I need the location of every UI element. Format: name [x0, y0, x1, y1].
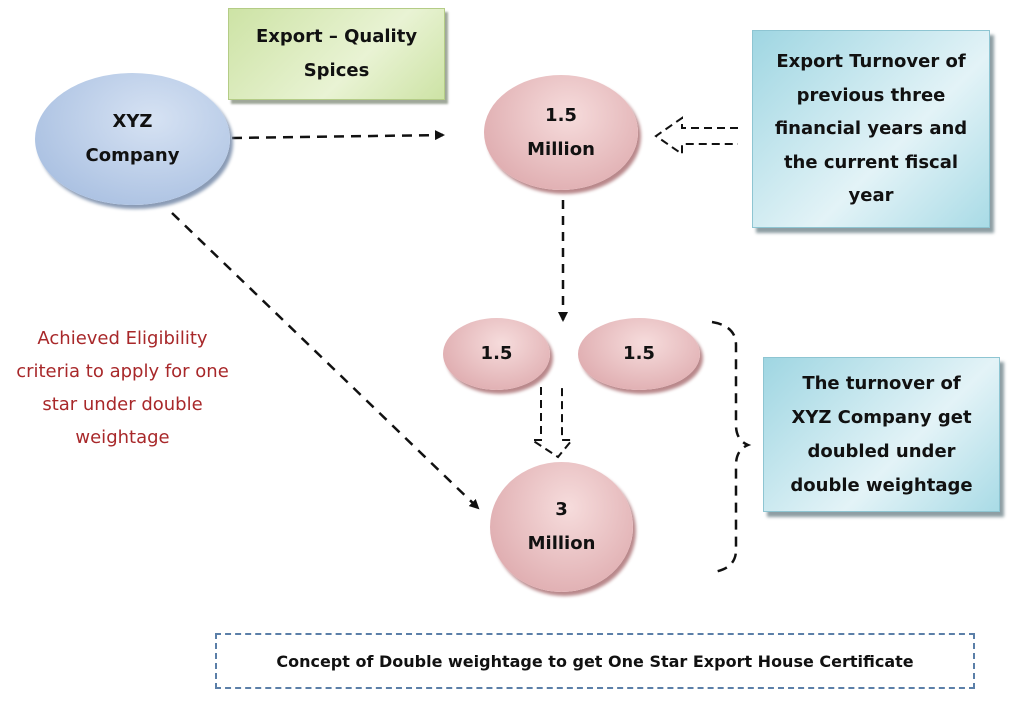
note-line: the current fiscal	[783, 151, 959, 173]
split-left-value: 1.5	[480, 343, 513, 364]
product-line: Spices	[303, 60, 370, 81]
turnover-line: Million	[527, 138, 595, 160]
hollow-down-arrow-icon	[528, 387, 575, 459]
doubled-line: 3	[555, 499, 568, 520]
split-right-node: 1.5	[578, 318, 700, 390]
caption-text: Concept of Double weightage to get One S…	[276, 651, 914, 671]
turnover-line: 1.5	[545, 104, 577, 126]
turnover-note-box: Export Turnover of previous three financ…	[752, 30, 990, 228]
company-node: XYZ Company	[35, 73, 230, 205]
note-line: doubled under	[807, 440, 956, 462]
note-line: The turnover of	[802, 372, 961, 394]
split-left-node: 1.5	[443, 318, 550, 390]
doubled-note-box: The turnover of XYZ Company get doubled …	[763, 357, 1000, 512]
eligibility-line: star under double	[42, 394, 203, 415]
company-line: XYZ	[112, 111, 153, 132]
note-line: double weightage	[790, 474, 973, 496]
note-line: financial years and	[774, 118, 968, 140]
note-line: year	[848, 185, 894, 207]
diagram-caption: Concept of Double weightage to get One S…	[215, 633, 975, 689]
eligibility-line: criteria to apply for one	[16, 361, 229, 382]
split-right-value: 1.5	[623, 343, 655, 364]
note-line: previous three	[796, 84, 946, 106]
eligibility-line: Achieved Eligibility	[37, 328, 208, 349]
doubled-line: Million	[527, 533, 596, 554]
eligibility-line: weightage	[75, 427, 170, 448]
company-line: Company	[85, 145, 180, 166]
hollow-left-arrow-icon	[654, 116, 738, 156]
note-line: Export Turnover of	[776, 51, 966, 73]
curly-brace-icon	[711, 320, 752, 574]
arrow-company-to-turnover	[231, 130, 445, 141]
product-line: Export – Quality	[255, 26, 418, 47]
note-line: XYZ Company get	[791, 406, 972, 428]
eligibility-text: Achieved Eligibility criteria to apply f…	[0, 322, 245, 454]
